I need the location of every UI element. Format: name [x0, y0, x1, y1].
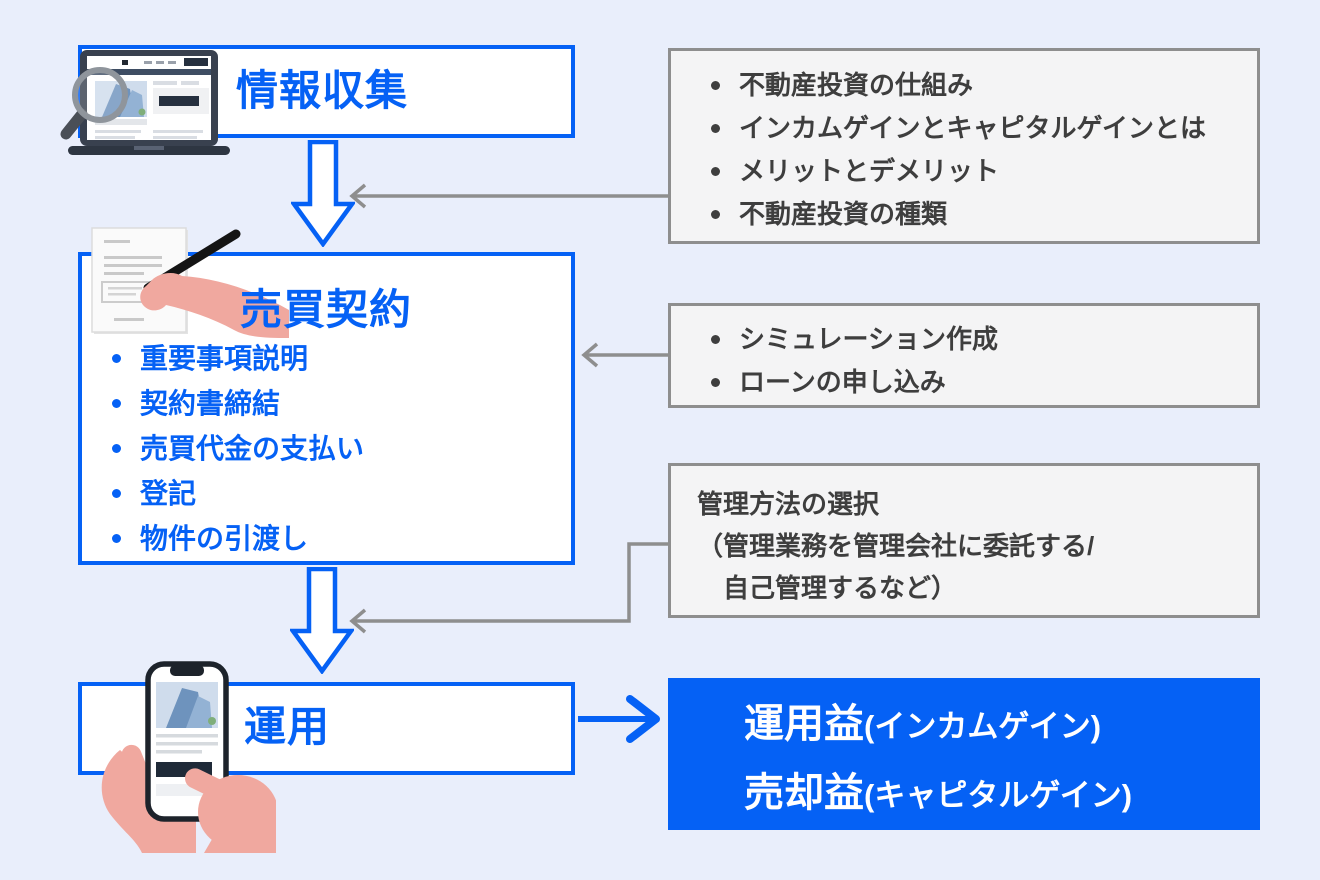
list-item: ローンの申し込み [703, 361, 1247, 404]
smartphone-in-hands-icon [101, 661, 276, 853]
contract-signing-icon [91, 227, 289, 338]
list-item: メリットとデメリット [703, 150, 1247, 193]
result-sub-text: (インカムゲイン) [864, 709, 1102, 744]
list-item: 物件の引渡し [104, 516, 364, 561]
result-line-capital-gain: 売却益(キャピタルゲイン) [744, 763, 1260, 832]
result-line-income-gain: 運用益(インカムゲイン) [744, 694, 1260, 763]
step-title-sales-contract: 売買契約 [240, 286, 413, 333]
note-text-line: 管理方法の選択 [697, 489, 880, 519]
down-arrow-icon [291, 140, 355, 247]
note-box-information-topics: 不動産投資の仕組み インカムゲインとキャピタルゲインとは メリットとデメリット … [668, 48, 1260, 244]
list-item: 重要事項説明 [104, 336, 364, 381]
list-item: 売買代金の支払い [104, 426, 364, 471]
list-item: 不動産投資の仕組み [703, 64, 1247, 107]
list-item: 不動産投資の種類 [703, 193, 1247, 236]
note-list: 不動産投資の仕組み インカムゲインとキャピタルゲインとは メリットとデメリット … [703, 64, 1247, 236]
step-title-operation: 運用 [244, 703, 331, 750]
connector-arrow-note2-to-contract [581, 342, 670, 368]
note-list: シミュレーション作成 ローンの申し込み [703, 318, 1247, 404]
list-item: シミュレーション作成 [703, 318, 1247, 361]
list-item: インカムゲインとキャピタルゲインとは [703, 107, 1247, 150]
result-sub-text: (キャピタルゲイン) [864, 778, 1133, 813]
right-arrow-icon [578, 695, 660, 743]
note-text-line: （管理業務を管理会社に委託する/ [697, 531, 1095, 561]
result-main-text: 運用益 [744, 702, 864, 746]
list-item: 登記 [104, 471, 364, 516]
connector-arrow-note3-to-flow [349, 542, 668, 634]
sales-contract-task-list: 重要事項説明 契約書締結 売買代金の支払い 登記 物件の引渡し [104, 336, 364, 561]
note-box-management-method: 管理方法の選択 （管理業務を管理会社に委託する/ 自己管理するなど） [668, 463, 1260, 618]
note-text-line: 自己管理するなど） [697, 573, 958, 603]
list-item: 契約書締結 [104, 381, 364, 426]
down-arrow-icon [290, 567, 354, 674]
result-box-gains: 運用益(インカムゲイン) 売却益(キャピタルゲイン) [668, 678, 1260, 830]
connector-arrow-note1-to-flow [349, 183, 670, 209]
step-title-information-gathering: 情報収集 [236, 67, 409, 114]
laptop-magnifier-icon [60, 50, 230, 155]
result-main-text: 売却益 [744, 771, 864, 815]
note-box-simulation-loan: シミュレーション作成 ローンの申し込み [668, 303, 1260, 408]
